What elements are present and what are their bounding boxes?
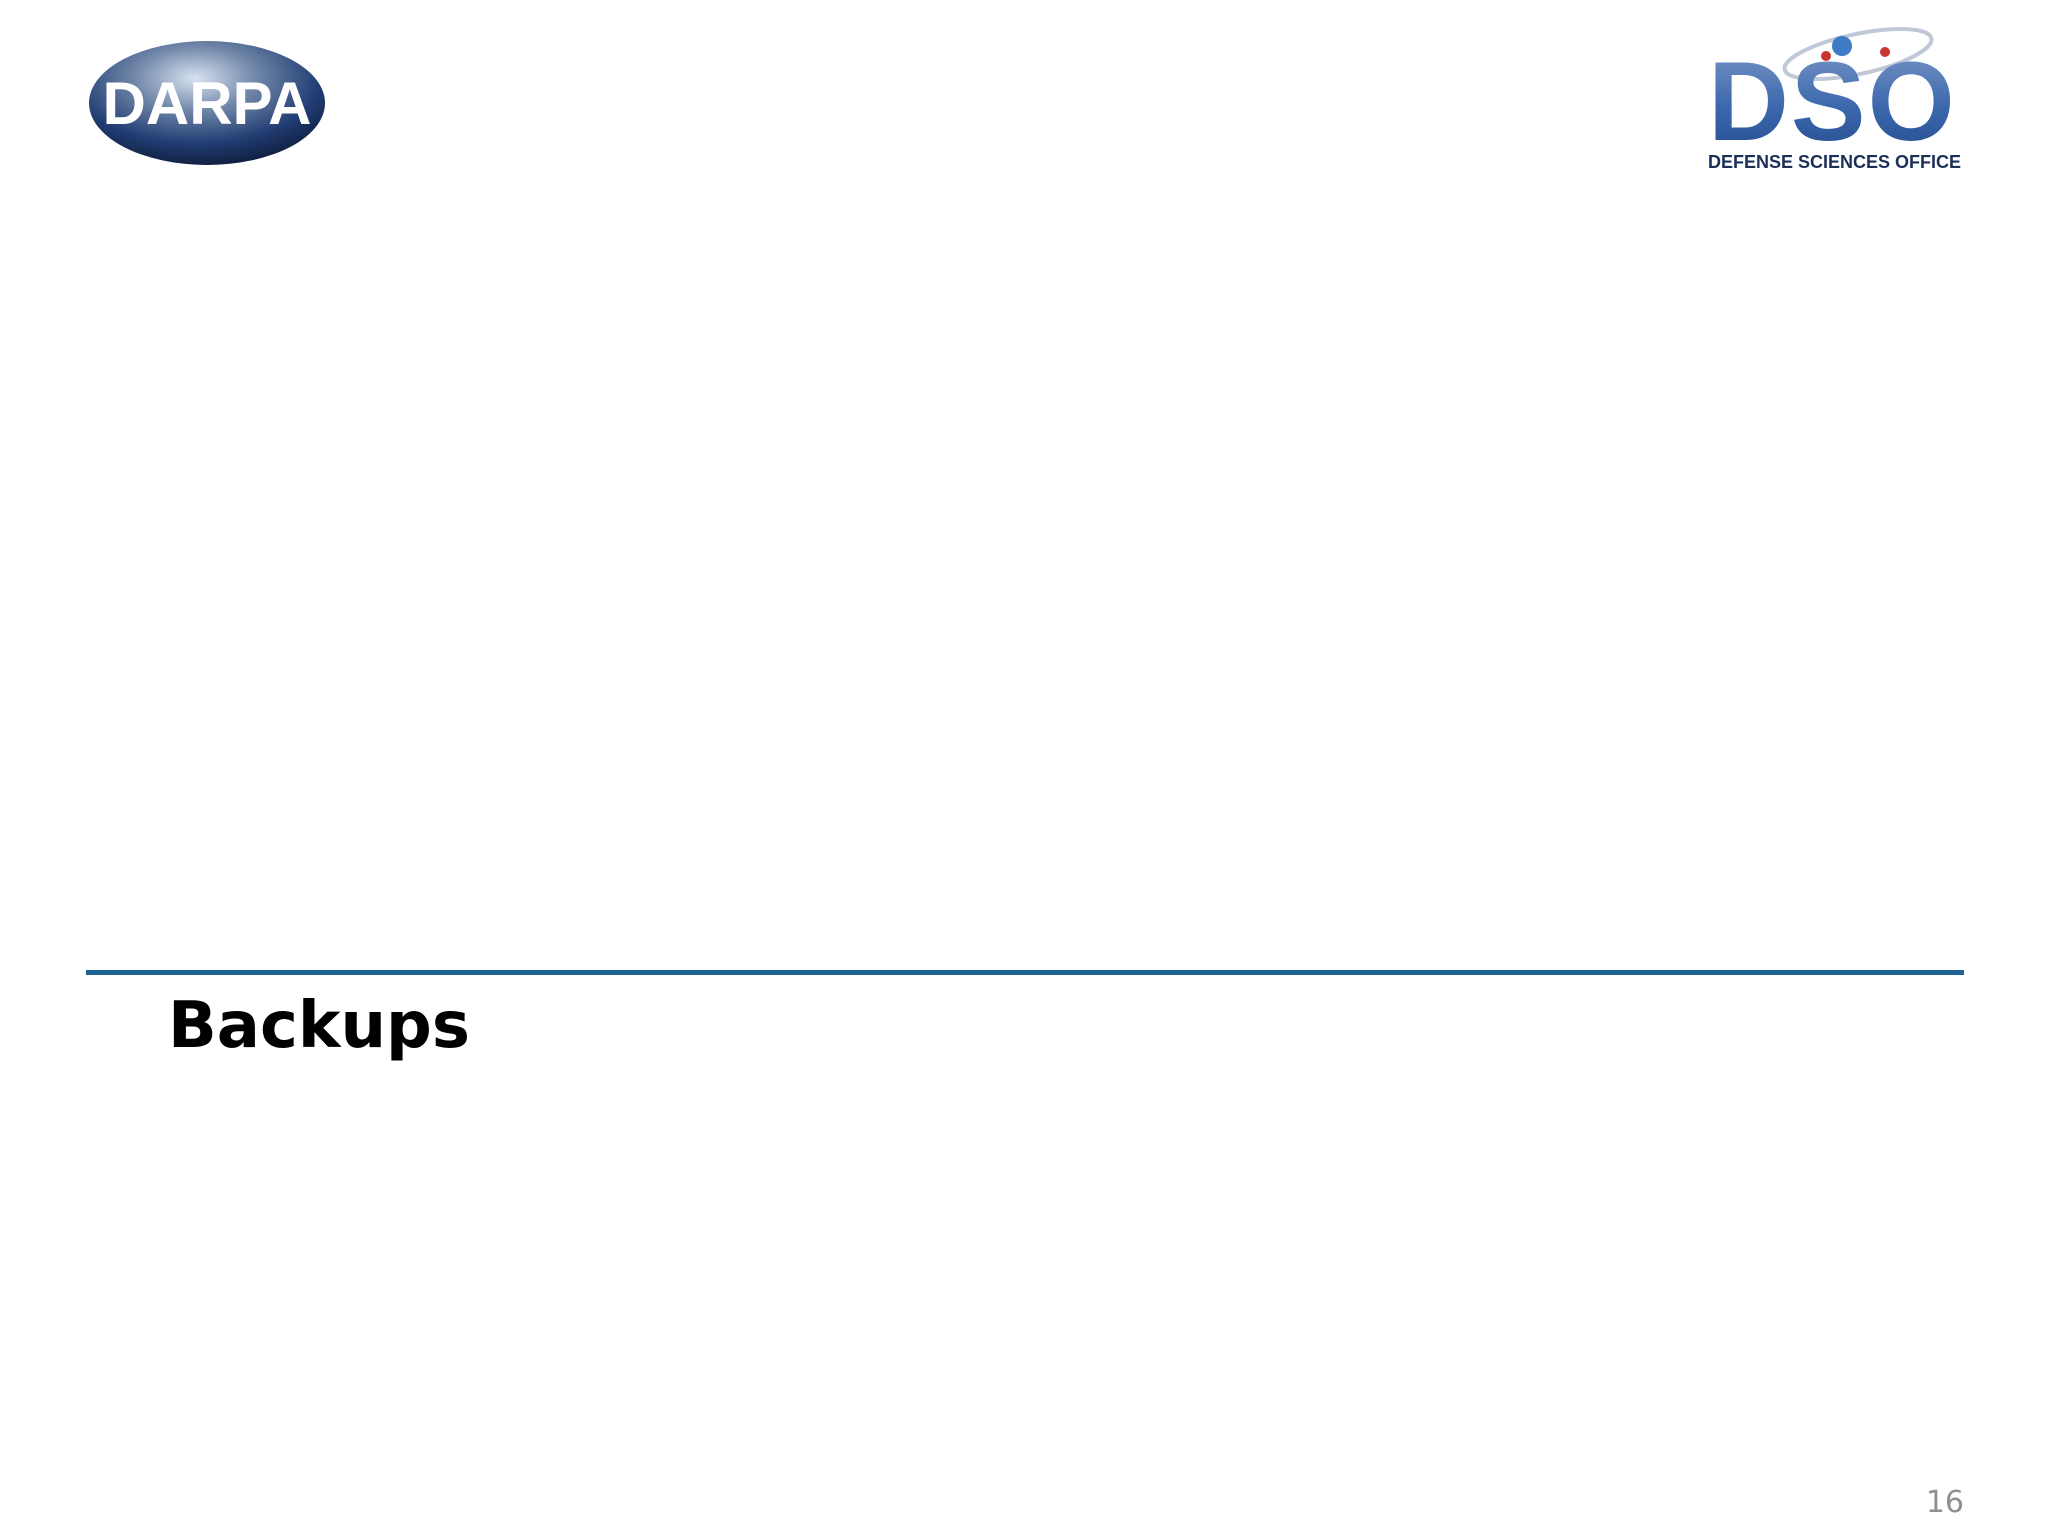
dso-logo-subtitle: DEFENSE SCIENCES OFFICE bbox=[1708, 152, 1961, 172]
dso-logo-icon: DSO DEFENSE SCIENCES OFFICE bbox=[1700, 14, 1972, 174]
page-number: 16 bbox=[1925, 1485, 1964, 1520]
section-divider bbox=[86, 970, 1964, 975]
dso-logo-text: DSO bbox=[1708, 39, 1957, 164]
darpa-logo-text: DARPA bbox=[103, 70, 312, 137]
section-title: Backups bbox=[168, 989, 470, 1063]
darpa-logo-icon: DARPA bbox=[84, 36, 330, 170]
